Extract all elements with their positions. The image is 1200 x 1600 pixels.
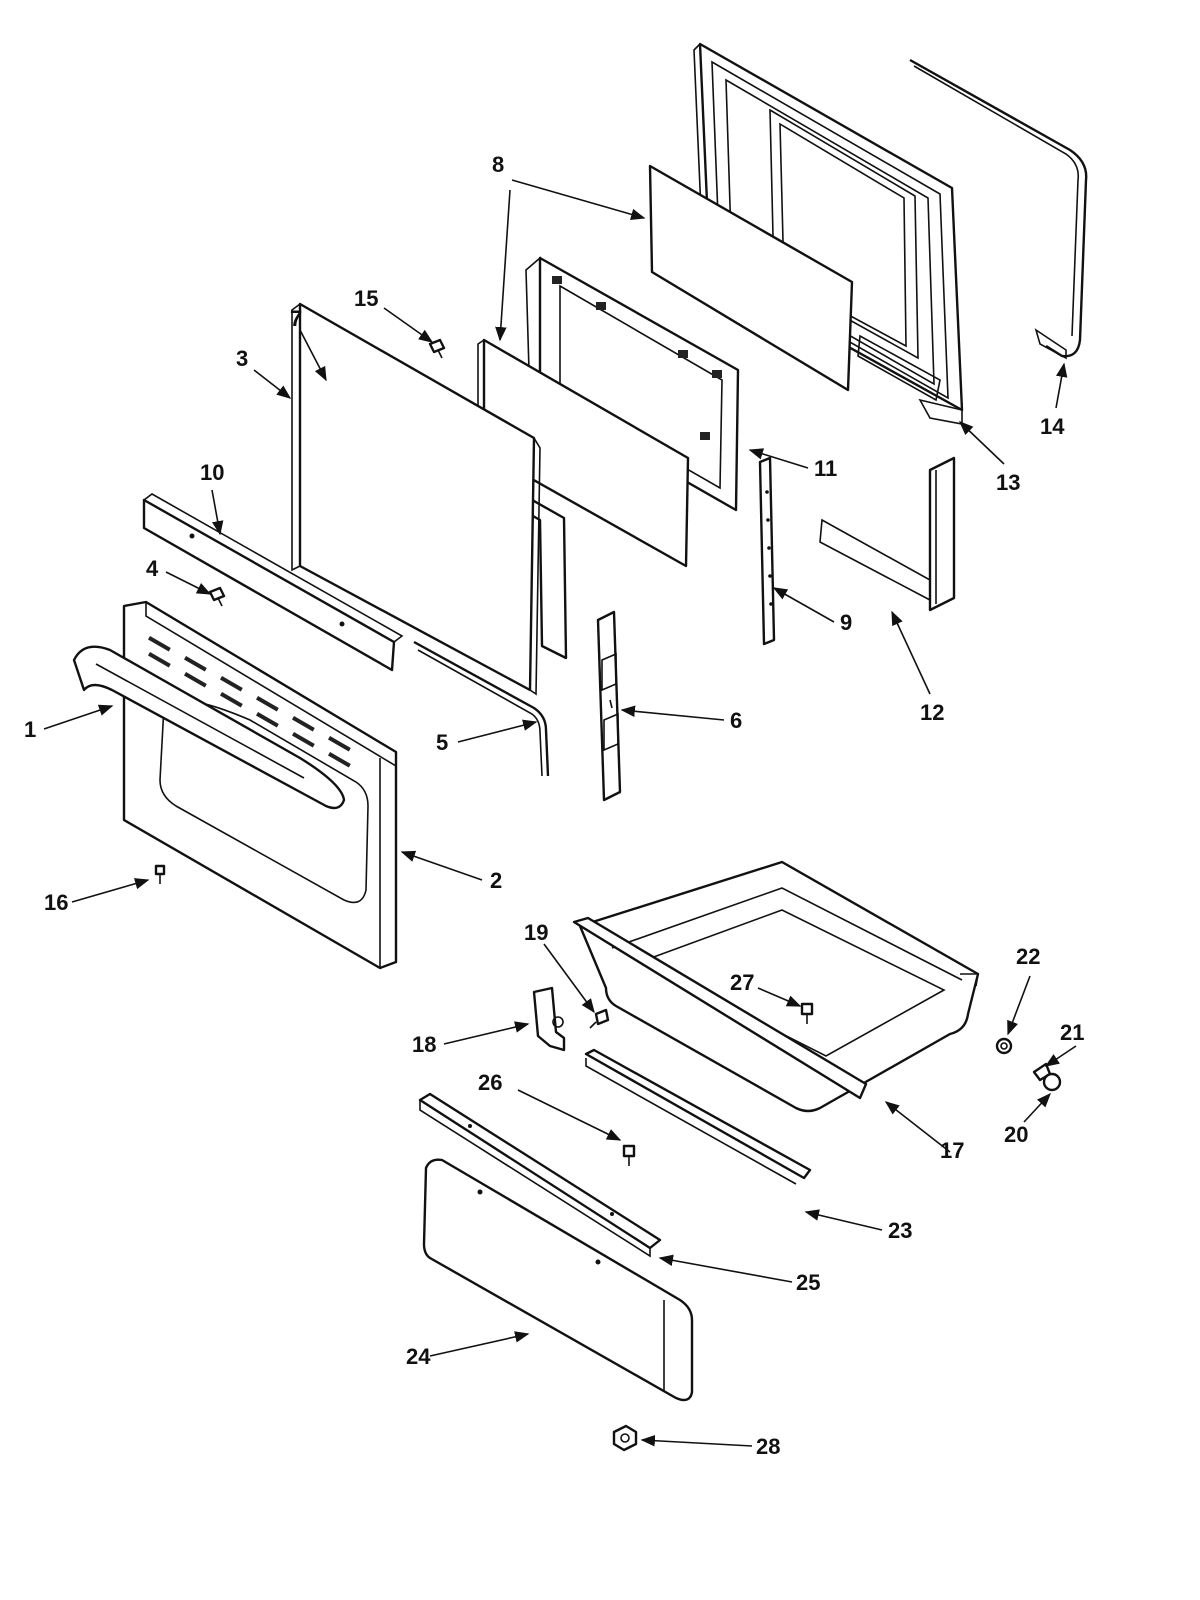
leader-2 <box>400 850 483 881</box>
callout-13: 13 <box>996 470 1020 495</box>
leader-9 <box>772 587 835 623</box>
part-4-screw <box>208 586 226 607</box>
leader-12 <box>891 610 931 695</box>
part-3-outer-glass <box>291 302 541 696</box>
callout-16: 16 <box>44 890 68 915</box>
part-23-drawer-rail <box>584 1048 812 1185</box>
leader-7 <box>299 329 327 382</box>
callout-6: 6 <box>730 708 742 733</box>
callout-3: 3 <box>236 346 248 371</box>
leader-10 <box>211 489 224 536</box>
part-20-21-roller <box>1032 1062 1062 1092</box>
leader-25 <box>658 1254 793 1283</box>
callout-18: 18 <box>412 1032 436 1057</box>
leader-19 <box>543 943 595 1014</box>
part-26-screw <box>622 1144 636 1166</box>
part-27-screw <box>800 1002 814 1024</box>
leader-13 <box>958 421 1005 465</box>
part-15-screw <box>428 338 446 359</box>
callout-labels: 1 2 3 4 5 6 7 8 9 10 11 12 13 14 15 16 1… <box>24 152 1084 1459</box>
vent-slots <box>148 636 351 768</box>
callout-14: 14 <box>1040 414 1065 439</box>
part-10-vent-trim <box>142 493 404 672</box>
callout-26: 26 <box>478 1070 502 1095</box>
leader-6 <box>620 705 725 721</box>
leader-21 <box>1044 1045 1077 1067</box>
leader-27 <box>757 987 802 1007</box>
callout-7: 7 <box>290 306 302 331</box>
leader-lines <box>43 179 1077 1447</box>
callout-12: 12 <box>920 700 944 725</box>
callout-19: 19 <box>524 920 548 945</box>
leader-15 <box>383 307 434 343</box>
part-5-gasket-strip <box>413 640 550 777</box>
callout-17: 17 <box>940 1138 964 1163</box>
callout-2: 2 <box>490 868 502 893</box>
callout-21: 21 <box>1060 1020 1084 1045</box>
leader-20 <box>1023 1092 1051 1123</box>
leader-28 <box>640 1434 753 1447</box>
callout-20: 20 <box>1004 1122 1028 1147</box>
callout-1: 1 <box>24 717 36 742</box>
part-1-door-handle <box>72 645 346 810</box>
callout-27: 27 <box>730 970 754 995</box>
leader-4 <box>165 571 212 595</box>
part-25-drawer-trim <box>418 1092 662 1258</box>
part-19-screw <box>589 1008 610 1029</box>
part-16-screw <box>154 864 166 884</box>
leader-8a <box>511 179 646 220</box>
leader-5 <box>457 719 538 743</box>
leader-18 <box>443 1021 530 1045</box>
callout-4: 4 <box>146 556 159 581</box>
callout-24: 24 <box>406 1344 431 1369</box>
leader-26 <box>517 1089 622 1141</box>
part-6-hinge-bracket <box>596 610 622 802</box>
leader-11 <box>748 448 809 469</box>
callout-25: 25 <box>796 1270 820 1295</box>
leader-14 <box>1055 362 1068 409</box>
part-18-bracket <box>532 986 566 1052</box>
part-24-drawer-front <box>422 1158 694 1402</box>
leader-8b <box>495 189 511 342</box>
part-17-storage-drawer <box>572 860 980 1113</box>
callout-28: 28 <box>756 1434 780 1459</box>
leader-23 <box>804 1209 883 1231</box>
part-14-door-gasket <box>909 58 1088 360</box>
callout-5: 5 <box>436 730 448 755</box>
callout-11: 11 <box>814 456 837 481</box>
part-22-nut <box>995 1037 1013 1055</box>
part-28-nut <box>612 1424 638 1452</box>
leader-24 <box>429 1331 530 1357</box>
callout-15: 15 <box>354 286 378 311</box>
leader-3 <box>253 369 292 399</box>
leader-17 <box>884 1101 951 1153</box>
leader-16 <box>71 878 150 903</box>
part-8-glass-panel-rear <box>648 164 854 392</box>
callout-9: 9 <box>840 610 852 635</box>
leader-22 <box>1007 975 1031 1036</box>
part-12-side-channel <box>819 456 956 612</box>
part-13-inner-door-frame <box>693 42 964 425</box>
callout-10: 10 <box>200 460 224 485</box>
part-11-glass-retainer <box>525 256 740 512</box>
leader-1 <box>43 704 114 730</box>
callout-8: 8 <box>492 152 504 177</box>
callout-23: 23 <box>888 1218 912 1243</box>
callout-22: 22 <box>1016 944 1040 969</box>
part-2-outer-door <box>122 600 398 970</box>
part-9-hinge-bar <box>758 456 776 646</box>
